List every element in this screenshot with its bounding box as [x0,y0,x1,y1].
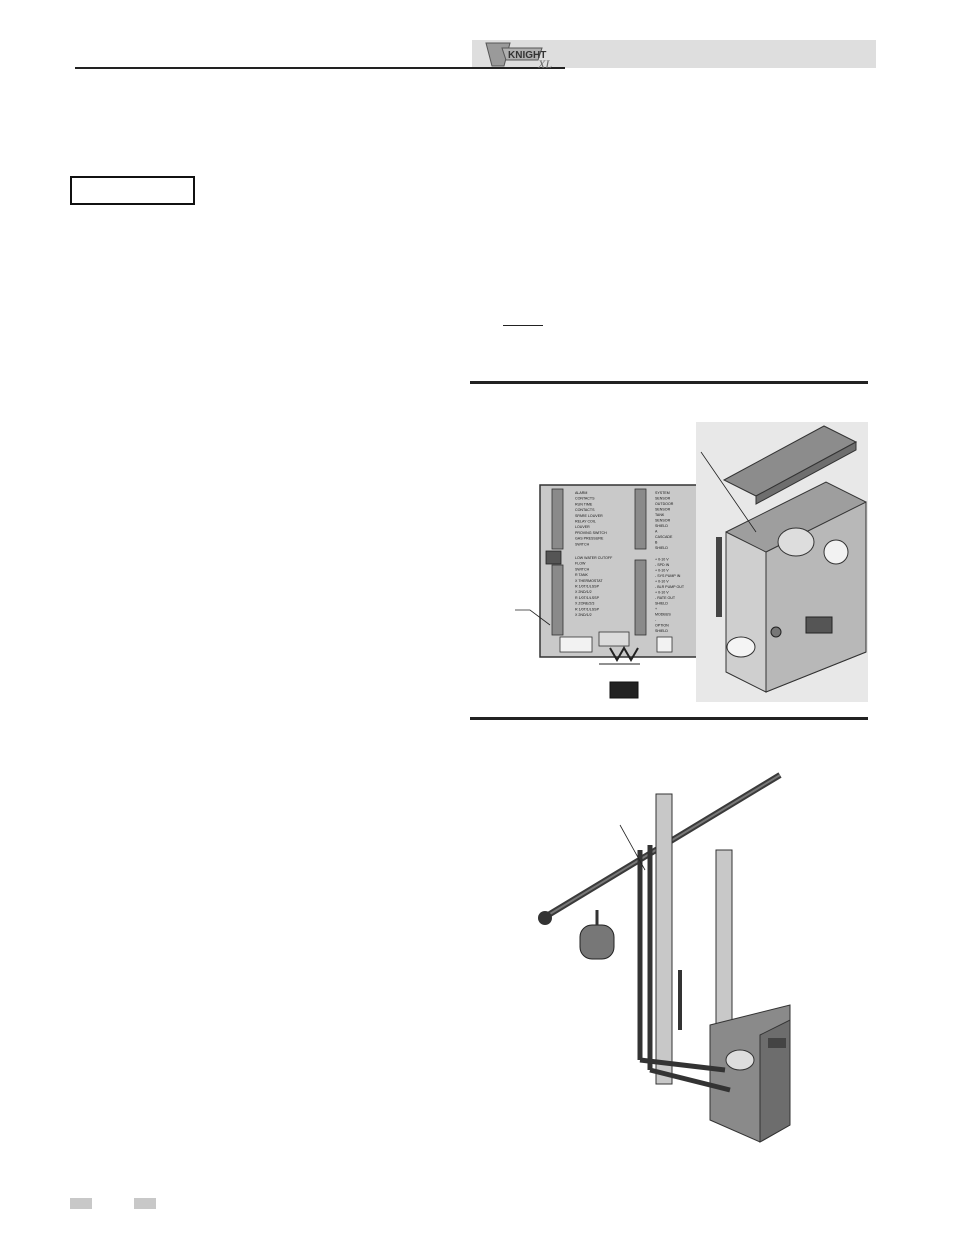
board-terminal-label: - RATE OUT [655,596,676,600]
note-underline [503,325,543,326]
board-terminal-label: SHIELD [655,602,668,606]
piping-installation-illustration [520,770,820,1150]
board-terminal-label: + 0-10 V [655,591,669,595]
board-terminal-label: X ZONE/2/3 [575,602,594,606]
board-terminal-label: FLOW [575,562,586,566]
brand-logo: KNIGHT XL [480,40,560,71]
board-terminal-label: + 0-10 V [655,558,669,562]
svg-text:KNIGHT: KNIGHT [508,50,546,61]
board-terminal-label: CONTACTS [575,508,595,512]
board-terminal-label: X 2ND/1/2 [575,613,592,617]
board-terminal-label: SWITCH [575,567,590,571]
board-terminal-label: SHIELD [655,546,668,550]
board-terminal-label: SWITCH [575,542,590,546]
board-terminal-label: RUN TIME [575,502,593,506]
board-terminal-label: - [655,618,657,622]
board-terminal-label: SHIELD [655,629,668,633]
board-terminal-label: OUTDOOR [655,502,674,506]
board-terminal-label: R 1/0T/1/LSSP [575,596,600,600]
board-terminal-label: - SPD IN [655,563,670,567]
board-terminal-label: R 1/0T/1/LSSP [575,585,600,589]
board-terminal-label: B [655,541,658,545]
board-terminal-label: SPARE LOUVER [575,514,603,518]
board-terminal-label: RELAY COIL [575,520,596,524]
figure-top-rule [470,381,868,384]
warning-label-box [70,176,195,205]
boiler-cutaway-illustration [696,422,868,702]
board-terminal-label: ALARM [575,491,587,495]
page-tab-right [134,1198,156,1209]
board-terminal-label: SYSTEM [655,491,670,495]
page-tab-left [70,1198,92,1209]
board-terminal-label: - SYS PUMP IN [655,574,681,578]
board-terminal-label: LOUVER [575,525,590,529]
board-terminal-label: X THERMOSTAT [575,579,603,583]
board-terminal-label: + [655,607,657,611]
board-terminal-label: SENSOR [655,497,671,501]
board-terminal-label: SHIELD [655,524,668,528]
board-terminal-label: CONTACTS [575,497,595,501]
board-terminal-label: R 1/0T/1/LSSP [575,607,600,611]
board-terminal-label: LOW WATER CUTOFF [575,556,613,560]
board-terminal-label: X 2ND/1/2 [575,590,592,594]
board-terminal-label: MODBUS [655,613,671,617]
board-terminal-label: SENSOR [655,519,671,523]
board-terminal-label: + 0-10 V [655,569,669,573]
board-terminal-label: OPTION [655,624,669,628]
figure-bottom-rule [470,717,868,720]
board-terminal-label: GAS PRESSURE [575,537,604,541]
board-terminal-label: + 0-10 V [655,580,669,584]
board-terminal-label: TANK [655,513,665,517]
board-terminal-label: A [655,530,658,534]
board-terminal-label: R TANK [575,573,588,577]
board-terminal-label: PROVING SWITCH [575,531,607,535]
board-terminal-label: SENSOR [655,508,671,512]
header-rule [75,67,565,69]
board-terminal-label: - BLR PUMP OUT [655,585,685,589]
svg-text:XL: XL [537,57,552,70]
board-terminal-label: CASCADE [655,535,673,539]
